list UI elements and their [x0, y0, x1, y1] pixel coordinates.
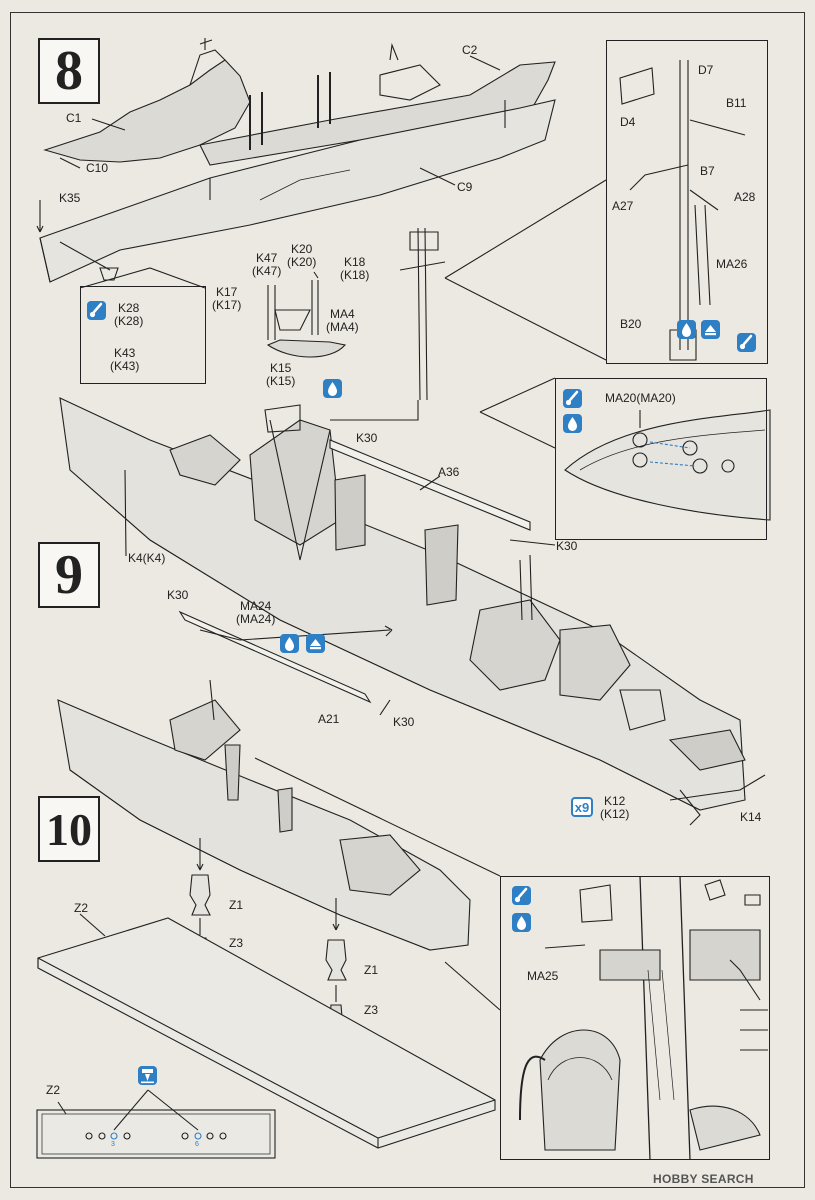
label-k28-paren: (K28)	[114, 314, 144, 328]
quantity-x9-badge: x9	[571, 797, 593, 817]
label-k12-main: K12	[603, 794, 626, 808]
label-k30-right: K30	[556, 539, 578, 553]
label-ma24-paren: (MA24)	[236, 612, 276, 626]
glue-drop-icon	[512, 913, 531, 932]
glue-drop-icon	[677, 320, 696, 339]
label-k20-main: K20	[290, 242, 313, 256]
paint-brush-icon	[563, 389, 582, 408]
label-a21: A21	[318, 712, 340, 726]
label-k18-paren: (K18)	[340, 268, 370, 282]
step-8-box: 8	[38, 38, 100, 104]
hole-number-6: 6	[195, 1141, 199, 1148]
label-k18-main: K18	[343, 255, 366, 269]
hull-c9	[39, 99, 556, 283]
label-k47-paren: (K47)	[252, 264, 282, 278]
drill-icon	[138, 1066, 157, 1085]
label-b20: B20	[620, 317, 642, 331]
label-k43: K43 (K43)	[110, 347, 139, 373]
paint-brush-icon	[512, 886, 531, 905]
label-b7: B7	[700, 164, 715, 178]
label-c10: C10	[86, 161, 109, 175]
glue-drop-icon	[563, 414, 582, 433]
label-k15-main: K15	[269, 361, 292, 375]
label-k17-main: K17	[215, 285, 238, 299]
label-k14: K14	[740, 810, 762, 824]
upward-arrow-icon	[701, 320, 720, 339]
label-k17: K17 (K17)	[212, 286, 241, 312]
hobby-search-watermark: HOBBY SEARCH	[653, 1172, 754, 1186]
boat-davit-ma25-detail-panel	[500, 876, 770, 1160]
label-k30-left: K30	[167, 588, 189, 602]
label-k20: K20 (K20)	[287, 243, 316, 269]
label-c9: C9	[457, 180, 473, 194]
label-k47: K47 (K47)	[252, 252, 281, 278]
label-ma20: MA20(MA20)	[605, 391, 676, 405]
paint-brush-icon	[737, 333, 756, 352]
label-z2-base: Z2	[74, 901, 89, 915]
label-c2: C2	[462, 43, 478, 57]
label-k47-main: K47	[255, 251, 278, 265]
base-top-view	[36, 1109, 276, 1159]
label-ma4-main: MA4	[329, 307, 355, 321]
label-k12-paren: (K12)	[600, 807, 630, 821]
label-ma24: MA24 (MA24)	[236, 600, 275, 626]
label-a27: A27	[612, 199, 634, 213]
label-ma26: MA26	[716, 257, 748, 271]
label-ma4: MA4 (MA4)	[326, 308, 359, 334]
step-8-number: 8	[55, 40, 83, 102]
step-10-box: 10	[38, 796, 100, 862]
boat-crane-detail-panel	[80, 286, 206, 384]
label-k17-paren: (K17)	[212, 298, 242, 312]
label-a36: A36	[438, 465, 460, 479]
label-z3-right: Z3	[364, 1003, 379, 1017]
label-b11: B11	[726, 96, 747, 110]
label-k43-paren: (K43)	[110, 359, 140, 373]
label-k28-main: K28	[117, 301, 140, 315]
label-k12: K12 (K12)	[600, 795, 629, 821]
superstructure-c1	[43, 59, 251, 163]
label-ma24-main: MA24	[239, 599, 272, 613]
hole-number-3: 3	[111, 1141, 115, 1148]
page-frame	[10, 12, 805, 1188]
label-z2-topview: Z2	[46, 1083, 61, 1097]
glue-drop-icon	[323, 379, 342, 398]
label-ma4-paren: (MA4)	[326, 320, 359, 334]
step-9-box: 9	[38, 542, 100, 608]
upward-arrow-icon	[306, 634, 325, 653]
label-d7: D7	[698, 63, 714, 77]
paint-brush-icon	[87, 301, 106, 320]
label-z1-right: Z1	[364, 963, 379, 977]
deck-c2	[199, 61, 556, 166]
label-k30-bottom: K30	[393, 715, 415, 729]
step-10-number: 10	[46, 803, 92, 855]
label-k28: K28 (K28)	[114, 302, 143, 328]
label-k4: K4(K4)	[128, 551, 166, 565]
bow-ma20-detail-panel	[555, 378, 767, 540]
label-ma25: MA25	[527, 969, 559, 983]
mast-detail-panel	[606, 40, 768, 364]
label-k30-top: K30	[356, 431, 378, 445]
label-k18: K18 (K18)	[340, 256, 369, 282]
label-z3-left: Z3	[229, 936, 244, 950]
label-k15-paren: (K15)	[266, 374, 296, 388]
glue-drop-icon	[280, 634, 299, 653]
ship-step10-hull	[57, 699, 471, 951]
step-9-number: 9	[55, 544, 83, 606]
label-k35: K35	[59, 191, 81, 205]
label-k43-main: K43	[113, 346, 136, 360]
label-k15: K15 (K15)	[266, 362, 295, 388]
label-k20-paren: (K20)	[287, 255, 317, 269]
label-d4: D4	[620, 115, 636, 129]
label-a28: A28	[734, 190, 756, 204]
label-z1-left: Z1	[229, 898, 244, 912]
label-c1: C1	[66, 111, 82, 125]
